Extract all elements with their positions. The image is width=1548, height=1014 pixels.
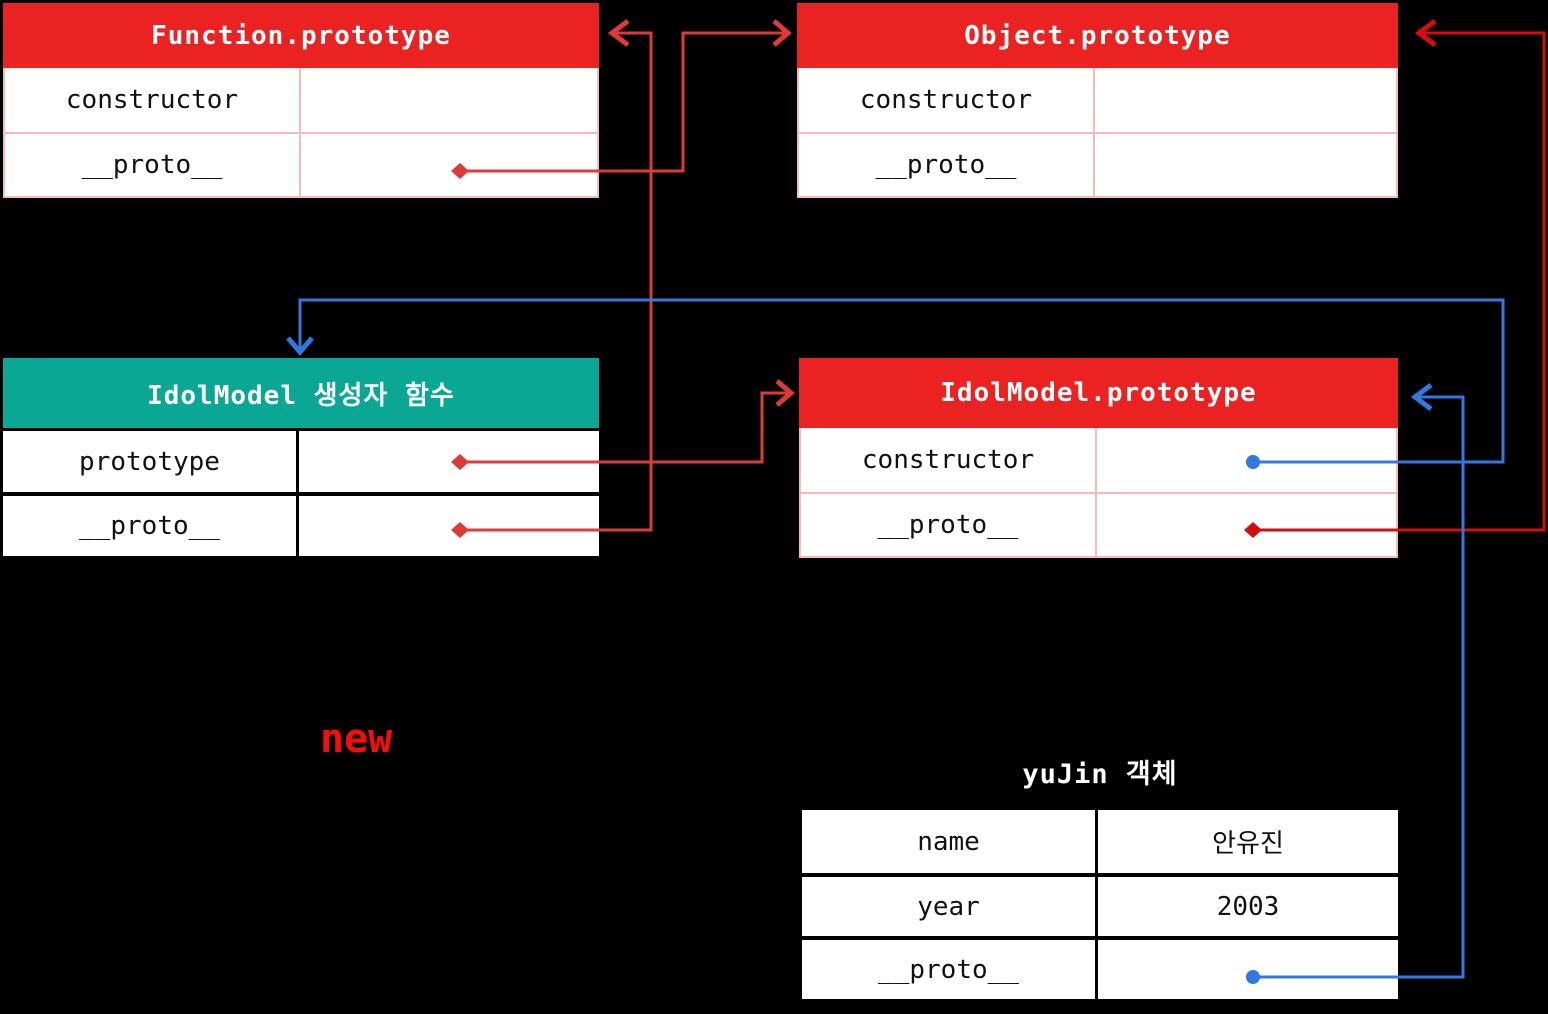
arrowhead-down-icon: [286, 336, 314, 356]
function-prototype-table: Function.prototype constructor __proto__: [3, 3, 599, 198]
arrowhead-right-icon: [775, 379, 795, 407]
table-row: __proto__: [799, 132, 1396, 196]
idolmodel-constructor-function-table: IdolModel 생성자 함수 prototype __proto__: [3, 358, 599, 556]
property-key: year: [802, 877, 1098, 936]
property-key: name: [802, 810, 1098, 873]
object-prototype-body: constructor __proto__: [797, 68, 1398, 198]
property-value: [301, 68, 597, 132]
function-prototype-title: Function.prototype: [3, 3, 599, 68]
property-key: constructor: [5, 68, 301, 132]
property-value: [299, 431, 599, 492]
table-row: __proto__: [802, 936, 1398, 999]
property-key: __proto__: [802, 940, 1098, 999]
arrowhead-left-icon: [1414, 19, 1437, 47]
property-value: [1098, 940, 1398, 999]
property-value: 안유진: [1212, 829, 1284, 859]
property-value: [301, 134, 597, 196]
property-key: __proto__: [799, 134, 1095, 196]
property-value: [299, 496, 599, 556]
property-value: [1095, 134, 1396, 196]
idolmodel-prototype-title: IdolModel.prototype: [799, 358, 1398, 428]
property-key: __proto__: [5, 134, 301, 196]
arrowhead-left-icon: [1410, 383, 1433, 411]
yujin-object-title: yuJin 객체: [1022, 759, 1178, 790]
idolmodel-prototype-table: IdolModel.prototype constructor __proto_…: [799, 358, 1398, 558]
table-row: constructor: [799, 68, 1396, 132]
idolmodel-prototype-body: constructor __proto__: [799, 428, 1398, 558]
property-key: __proto__: [3, 496, 299, 556]
property-key: __proto__: [801, 494, 1097, 556]
function-prototype-body: constructor __proto__: [3, 68, 599, 198]
property-value: [1097, 428, 1396, 492]
arrowhead-right-icon: [772, 19, 792, 47]
property-key: prototype: [3, 431, 299, 492]
table-row: __proto__: [5, 132, 597, 196]
property-value: 2003: [1216, 891, 1280, 922]
new-keyword-label: new: [320, 716, 393, 762]
table-row: __proto__: [801, 492, 1396, 556]
arrowhead-left-icon: [607, 19, 630, 47]
yujin-object-table: name 안유진 year 2003 __proto__: [802, 810, 1398, 999]
table-row: __proto__: [3, 492, 599, 556]
table-row: year 2003: [802, 873, 1398, 936]
property-value: [1095, 68, 1396, 132]
yujin-object-body: name 안유진 year 2003 __proto__: [802, 810, 1398, 999]
table-row: prototype: [3, 428, 599, 492]
idolmodel-constructor-function-body: prototype __proto__: [3, 428, 599, 556]
idolmodel-constructor-function-title: IdolModel 생성자 함수: [3, 358, 599, 428]
object-prototype-table: Object.prototype constructor __proto__: [797, 3, 1398, 198]
property-key: constructor: [801, 428, 1097, 492]
table-row: constructor: [5, 68, 597, 132]
property-value: [1097, 494, 1396, 556]
property-key: constructor: [799, 68, 1095, 132]
object-prototype-title: Object.prototype: [797, 3, 1398, 68]
table-row: name 안유진: [802, 810, 1398, 873]
table-row: constructor: [801, 428, 1396, 492]
